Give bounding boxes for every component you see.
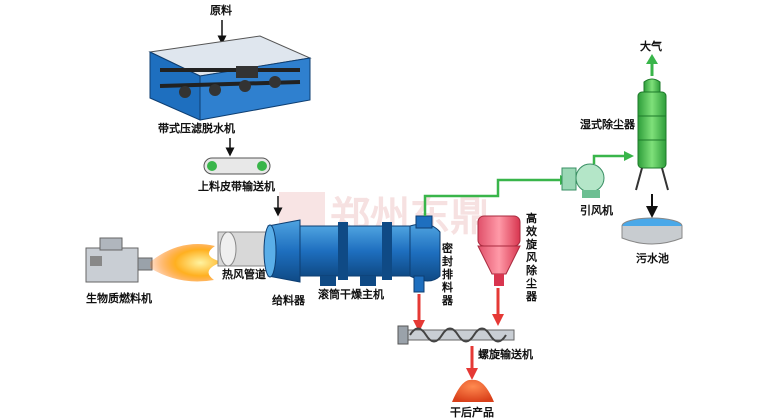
belt-conveyor-label: 上料皮带输送机 <box>198 179 275 193</box>
sealed-discharger-label-group: 密封排料器 <box>441 241 454 307</box>
cyclone-arrow-head <box>492 314 504 326</box>
atmosphere-label: 大气 <box>640 39 662 53</box>
cyclone-label: 高效旋风除尘器 <box>525 211 538 303</box>
wet-scrubber-machine <box>635 78 669 191</box>
discharge-arrow-head <box>413 320 425 332</box>
screw-conveyor-label: 螺旋输送机 <box>478 347 533 361</box>
sewage-pool <box>621 217 683 245</box>
flame-icon <box>150 244 222 282</box>
feeder-label: 给料器 <box>272 293 306 307</box>
belt-press-machine <box>148 35 312 121</box>
fan-outlet-arrow <box>624 151 634 161</box>
hot-air-duct <box>217 231 269 267</box>
biomass-burner-label: 生物质燃料机 <box>86 291 152 305</box>
dried-product-pile <box>452 379 494 402</box>
belt-press-label: 带式压滤脱水机 <box>158 121 235 135</box>
induced-fan-machine <box>561 163 605 198</box>
drum-dryer-machine <box>263 215 441 293</box>
atmosphere-arrow-head <box>646 54 658 64</box>
cyclone-label-group: 高效旋风除尘器 <box>525 211 538 303</box>
cyclone-separator-machine <box>477 215 521 286</box>
screw-conveyor-machine <box>397 325 515 345</box>
induced-fan-label: 引风机 <box>580 203 613 217</box>
fan-outlet-pipe <box>592 154 626 164</box>
dried-product-label: 干后产品 <box>450 405 494 419</box>
biomass-burner-machine <box>85 237 153 283</box>
exhaust-pipe <box>423 178 562 216</box>
product-arrow-head <box>466 368 478 380</box>
sealed-discharger-label: 密封排料器 <box>441 241 454 307</box>
wet-scrubber-label: 湿式除尘器 <box>580 117 636 131</box>
drum-dryer-label: 滚筒干燥主机 <box>318 287 384 301</box>
raw-material-label: 原料 <box>210 3 232 17</box>
hot-air-duct-label: 热风管道 <box>222 267 266 281</box>
sewage-pool-label: 污水池 <box>636 251 669 265</box>
belt-conveyor-machine <box>203 157 271 175</box>
